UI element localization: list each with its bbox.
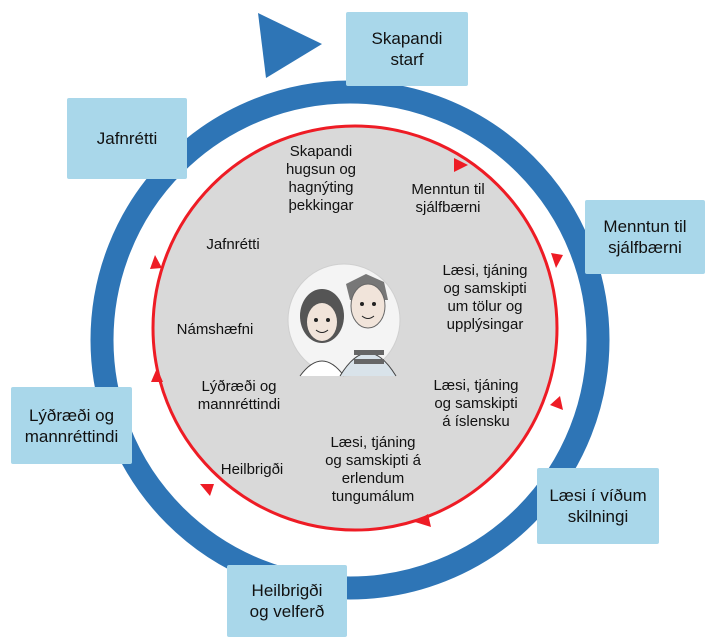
inner-label-lydraedi: Lýðræði og mannréttindi [183, 378, 295, 414]
inner-label-laesi-islensku: Læsi, tjáning og samskipti á íslensku [420, 377, 532, 431]
inner-label-line: og samskipti á [325, 452, 421, 469]
outer-box-heilbrigdi: Heilbrigði og velferð [227, 565, 347, 637]
outer-box-line: Menntun til [603, 217, 687, 236]
inner-label-skapandi: Skapandi hugsun og hagnýting þekkingar [266, 143, 376, 215]
inner-label-line: Læsi, tjáning [433, 377, 519, 394]
inner-label-line: sjálfbærni [415, 199, 481, 216]
inner-label-line: mannréttindi [197, 396, 281, 413]
outer-box-jafnretti: Jafnrétti [67, 98, 187, 179]
outer-box-line: Læsi í víðum [549, 486, 647, 505]
outer-box-line: skilningi [567, 507, 629, 526]
inner-label-line: hagnýting [288, 179, 354, 196]
outer-cycle-ring [90, 80, 610, 600]
inner-label-line: Lýðræði og [201, 378, 277, 395]
outer-box-skapandi-starf: Skapandi starf [346, 12, 468, 86]
outer-box-line: Lýðræði og [28, 405, 115, 425]
inner-label-line: á íslensku [442, 413, 510, 430]
outer-box-line: Skapandi [371, 29, 443, 48]
inner-label-heilbrigdi: Heilbrigði [206, 461, 298, 479]
outer-cycle-arrowhead [258, 13, 322, 78]
outer-box-laesi: Læsi í víðum skilningi [537, 468, 659, 544]
inner-arrow-1 [454, 158, 468, 172]
inner-arrow-6 [151, 368, 163, 382]
inner-label-laesi-erlendum: Læsi, tjáning og samskipti á erlendum tu… [311, 434, 435, 506]
inner-label-jafnretti: Jafnrétti [188, 236, 278, 254]
inner-label-line: Menntun til [411, 181, 485, 198]
inner-arrow-2 [551, 253, 563, 268]
inner-label-line: þekkingar [288, 197, 354, 214]
outer-box-line: og velferð [249, 602, 325, 621]
inner-arrow-4 [415, 514, 431, 527]
outer-box-line: Heilbrigði [251, 581, 323, 600]
inner-label-line: erlendum [341, 470, 405, 487]
inner-label-line: um tölur og [447, 298, 523, 315]
inner-ring-arrows [150, 158, 563, 527]
inner-label-namshaefni: Námshæfni [164, 321, 266, 339]
inner-label-line: Skapandi [289, 143, 353, 160]
inner-label-line: Læsi, tjáning [330, 434, 416, 451]
inner-label-line: og samskipti [443, 280, 527, 297]
inner-label-menntun: Menntun til sjálfbærni [396, 181, 500, 217]
outer-box-line: mannréttindi [24, 426, 119, 446]
outer-box-menntun: Menntun til sjálfbærni [585, 200, 705, 274]
inner-label-line: Læsi, tjáning [442, 262, 528, 279]
inner-label-laesi-tolur: Læsi, tjáning og samskipti um tölur og u… [431, 262, 539, 334]
inner-arrow-5 [200, 484, 214, 496]
inner-label-line: hugsun og [285, 161, 357, 178]
inner-label-line: Jafnrétti [206, 236, 260, 253]
inner-label-line: upplýsingar [446, 316, 524, 333]
inner-label-line: Heilbrigði [220, 461, 284, 478]
inner-label-line: Námshæfni [176, 321, 254, 338]
students-illustration [284, 260, 420, 380]
inner-label-line: tungumálum [331, 488, 415, 505]
outer-box-line: sjálfbærni [608, 238, 682, 257]
outer-box-line: Jafnrétti [96, 129, 158, 148]
inner-arrow-7 [150, 255, 162, 269]
inner-arrow-3 [550, 396, 563, 410]
inner-label-line: og samskipti [434, 395, 518, 412]
outer-box-line: starf [390, 50, 424, 69]
